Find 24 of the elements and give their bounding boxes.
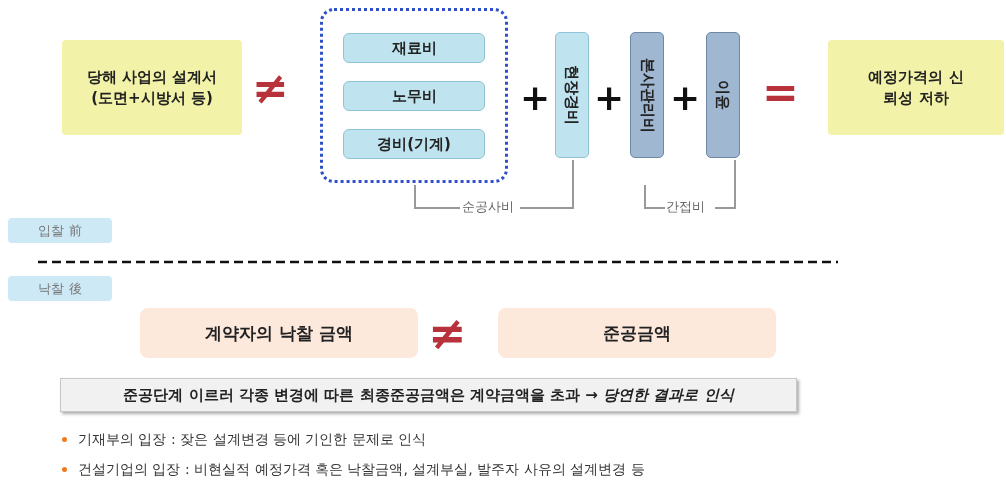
plus-sign: + xyxy=(520,76,551,120)
cost-item-box: 이윤 xyxy=(706,32,740,158)
amount-box: 준공금액 xyxy=(498,308,776,358)
plus-sign: + xyxy=(670,76,701,120)
amount-box: 계약자의 낙찰 금액 xyxy=(140,308,418,358)
cost-group-box xyxy=(320,8,508,183)
note-box: 준공단계 이르러 각종 변경에 따른 최종준공금액은 계약금액을 초과 → 당연한 결과로 인식 xyxy=(60,378,797,412)
cost-item-box: 재료비 xyxy=(343,33,485,63)
equals-sign: = xyxy=(762,66,799,119)
bracket-label: 순공사비 xyxy=(462,199,514,215)
bullet-text: 건설기업의 입장 : 비현실적 예정가격 혹은 낙찰금액, 설계부실, 발주자 사유의 설계변경 등 xyxy=(78,461,645,478)
cost-item-box: 본사관리비 xyxy=(630,32,664,158)
cost-item-box: 현장경비 xyxy=(555,32,589,158)
phase-tag: 낙찰 後 xyxy=(8,276,112,301)
cost-item-box: 노무비 xyxy=(343,81,485,111)
document-box: 당해 사업의 설계서 (도면+시방서 등) xyxy=(62,40,242,135)
bracket-label: 간접비 xyxy=(666,199,705,215)
not-equal-sign: ≠ xyxy=(428,306,467,362)
plus-sign: + xyxy=(594,76,625,120)
phase-tag: 입찰 前 xyxy=(8,218,112,243)
cost-item-box: 경비(기계) xyxy=(343,129,485,159)
not-equal-sign: ≠ xyxy=(252,62,289,115)
bullet-text: 기재부의 입장 : 잦은 설계변경 등에 기인한 문제로 인식 xyxy=(78,431,427,448)
result-box: 예정가격의 신뢰성 저하 xyxy=(828,40,1004,135)
